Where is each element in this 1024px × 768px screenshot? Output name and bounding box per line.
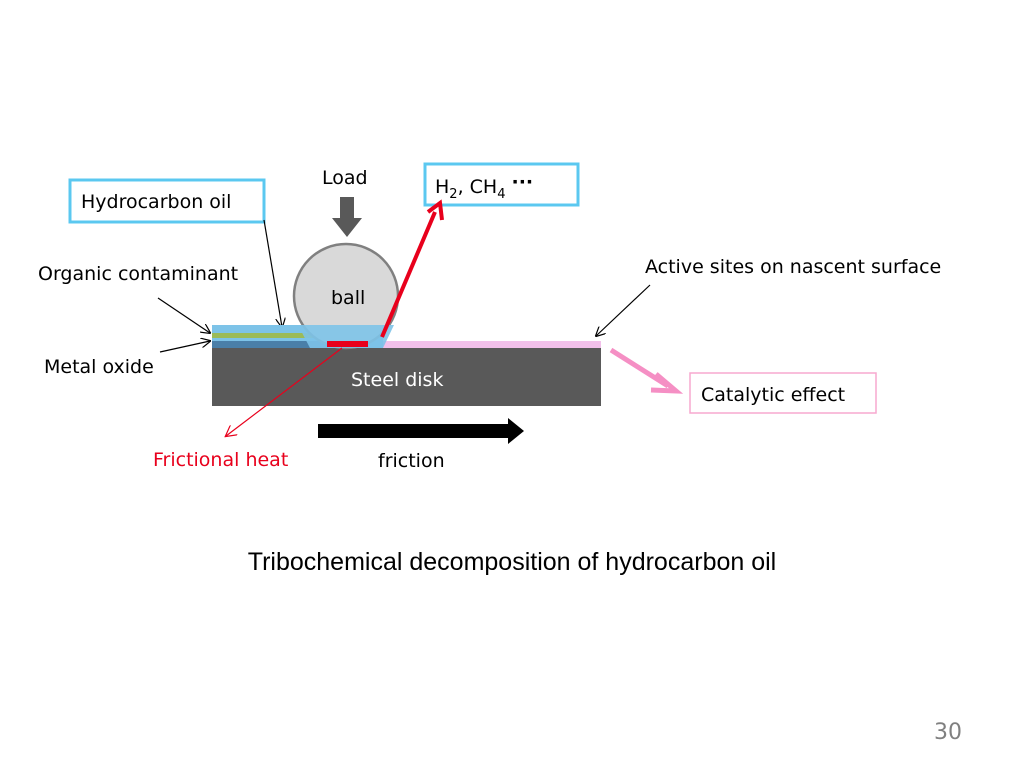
hydrocarbon-oil-label: Hydrocarbon oil: [81, 191, 231, 213]
catalytic-arrow: [609, 347, 670, 389]
metal-oxide-pointer: [159, 341, 210, 353]
metal-oxide-label: Metal oxide: [44, 356, 154, 378]
products-box: H2, CH4···: [423, 162, 580, 207]
organic-contaminant-label: Organic contaminant: [38, 263, 238, 285]
organic-contaminant-layer: [212, 333, 328, 338]
steel-disk: [212, 348, 601, 406]
active-sites-pointer: [596, 284, 651, 336]
metal-oxide-layer: [212, 341, 328, 348]
slide-caption: Tribochemical decomposition of hydrocarb…: [247, 548, 777, 576]
contact-hot-spot: [327, 341, 368, 347]
load-label: Load: [322, 167, 368, 189]
products-release-arrow: [380, 211, 437, 338]
products-label: H2, CH4···: [435, 171, 533, 202]
page-number: 30: [934, 720, 962, 745]
friction-arrow: [318, 418, 524, 444]
ball-label: ball: [331, 287, 365, 309]
organic-contaminant-pointer: [157, 297, 210, 333]
catalytic-effect-label: Catalytic effect: [701, 384, 845, 406]
steel-disk-label: Steel disk: [351, 369, 443, 391]
frictional-heat-pointer: [226, 347, 343, 436]
products-release-arrowhead: [426, 199, 444, 221]
active-sites-label: Active sites on nascent surface: [645, 256, 941, 278]
load-arrow: [332, 197, 362, 237]
catalytic-arrowhead: [650, 372, 684, 394]
hydrocarbon-oil-pointer: [263, 219, 282, 327]
friction-label: friction: [378, 450, 445, 472]
nascent-surface-layer: [383, 341, 601, 348]
hydrocarbon-oil-box: Hydrocarbon oil: [68, 178, 266, 224]
frictional-heat-label: Frictional heat: [153, 449, 288, 471]
oil-meniscus: [298, 325, 394, 348]
catalytic-effect-box: Catalytic effect: [689, 372, 877, 414]
